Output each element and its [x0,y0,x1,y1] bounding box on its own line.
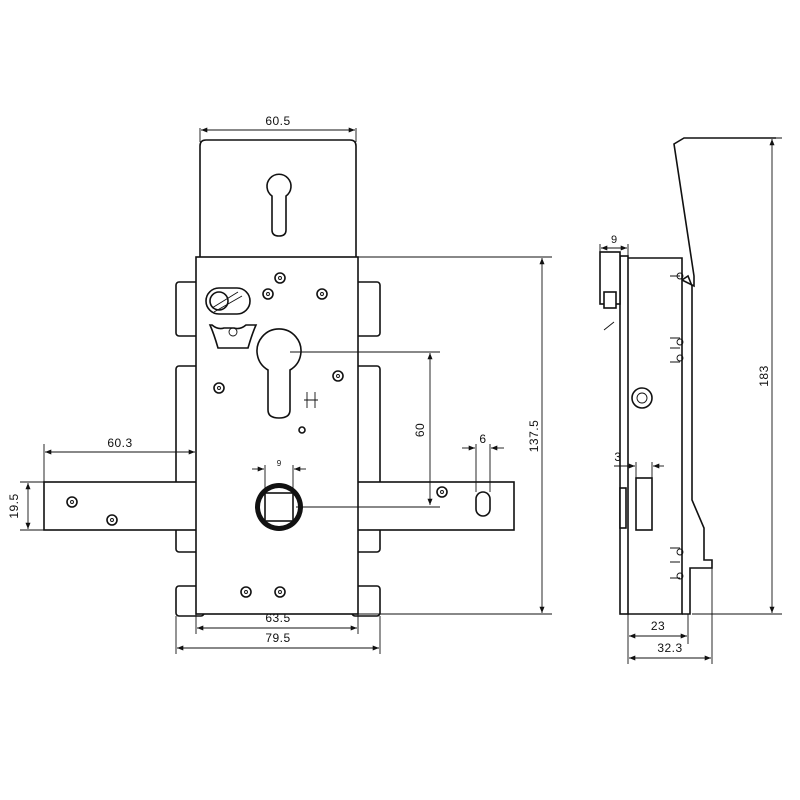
mark-h [304,392,318,408]
screw-holes [66,272,448,598]
keyhole-top [266,173,292,237]
dim-23: 23 [651,619,665,633]
follower-hook [208,324,258,349]
dim-63-5: 63.5 [265,611,290,625]
side-body [628,257,683,615]
right-bolt [355,481,515,531]
dim-32-3: 32.3 [657,641,682,655]
dim-6: 6 [479,432,486,446]
spindle-hub [255,483,303,531]
strike-plate-lower [681,274,713,615]
side-bolt-edge [619,487,627,529]
dim-9-spindle: 9 [277,459,282,468]
front-dimensions: 60.5 60.3 19.5 60 6 9 137.5 [7,114,552,654]
dim-3: 3 [614,450,621,464]
left-bolt [43,481,201,531]
cylinder-keyhole [256,328,302,419]
side-view [599,137,776,615]
strike-plate [673,137,776,288]
bolt-slot [475,491,491,517]
top-faceplate [199,139,357,258]
latch-pin [209,291,229,311]
lock-body [195,256,359,615]
side-latch-line [603,321,615,331]
front-view [43,139,515,617]
latch-hatch [211,291,243,313]
side-latch-tip [603,291,617,309]
dim-9-side: 9 [611,234,617,246]
side-dimensions: 9 183 3 23 32.3 [599,137,782,664]
follower-pin [228,327,238,337]
dim-60-3: 60.3 [107,436,132,450]
side-faceplate [619,255,629,615]
dim-79-5: 79.5 [265,631,290,645]
dim-183: 183 [757,365,771,387]
dim-19-5: 19.5 [7,493,21,518]
side-spindle [631,387,653,409]
dim-60-5: 60.5 [265,114,290,128]
side-slots [670,272,684,580]
latch-slot [205,287,251,315]
dim-137-5: 137.5 [527,420,541,453]
side-bolt [635,477,653,531]
dim-60: 60 [413,423,427,437]
